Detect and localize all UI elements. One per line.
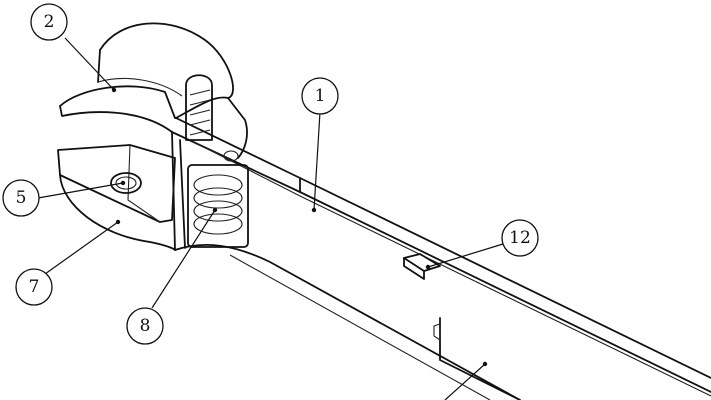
callout-label-7: 7 [29, 277, 40, 297]
callout-12: 12 [501, 219, 539, 257]
upper-jaw [59, 22, 234, 133]
worm-screw [185, 74, 249, 248]
callout-8: 8 [126, 307, 164, 345]
handle-insert [433, 317, 521, 400]
lower-jaw [57, 144, 176, 251]
wrench-handle [171, 117, 711, 400]
callout-label-2: 2 [44, 12, 55, 32]
callout-5: 5 [2, 179, 40, 217]
callout-7: 7 [15, 268, 53, 306]
callout-label-5: 5 [16, 188, 27, 208]
callout-label-8: 8 [140, 316, 151, 336]
callout-label-12: 12 [509, 228, 531, 248]
callout-2: 2 [30, 3, 68, 41]
leader-lines [37, 37, 504, 400]
slider-block [403, 253, 441, 280]
callout-1: 1 [301, 77, 339, 115]
callout-label-1: 1 [315, 86, 326, 106]
